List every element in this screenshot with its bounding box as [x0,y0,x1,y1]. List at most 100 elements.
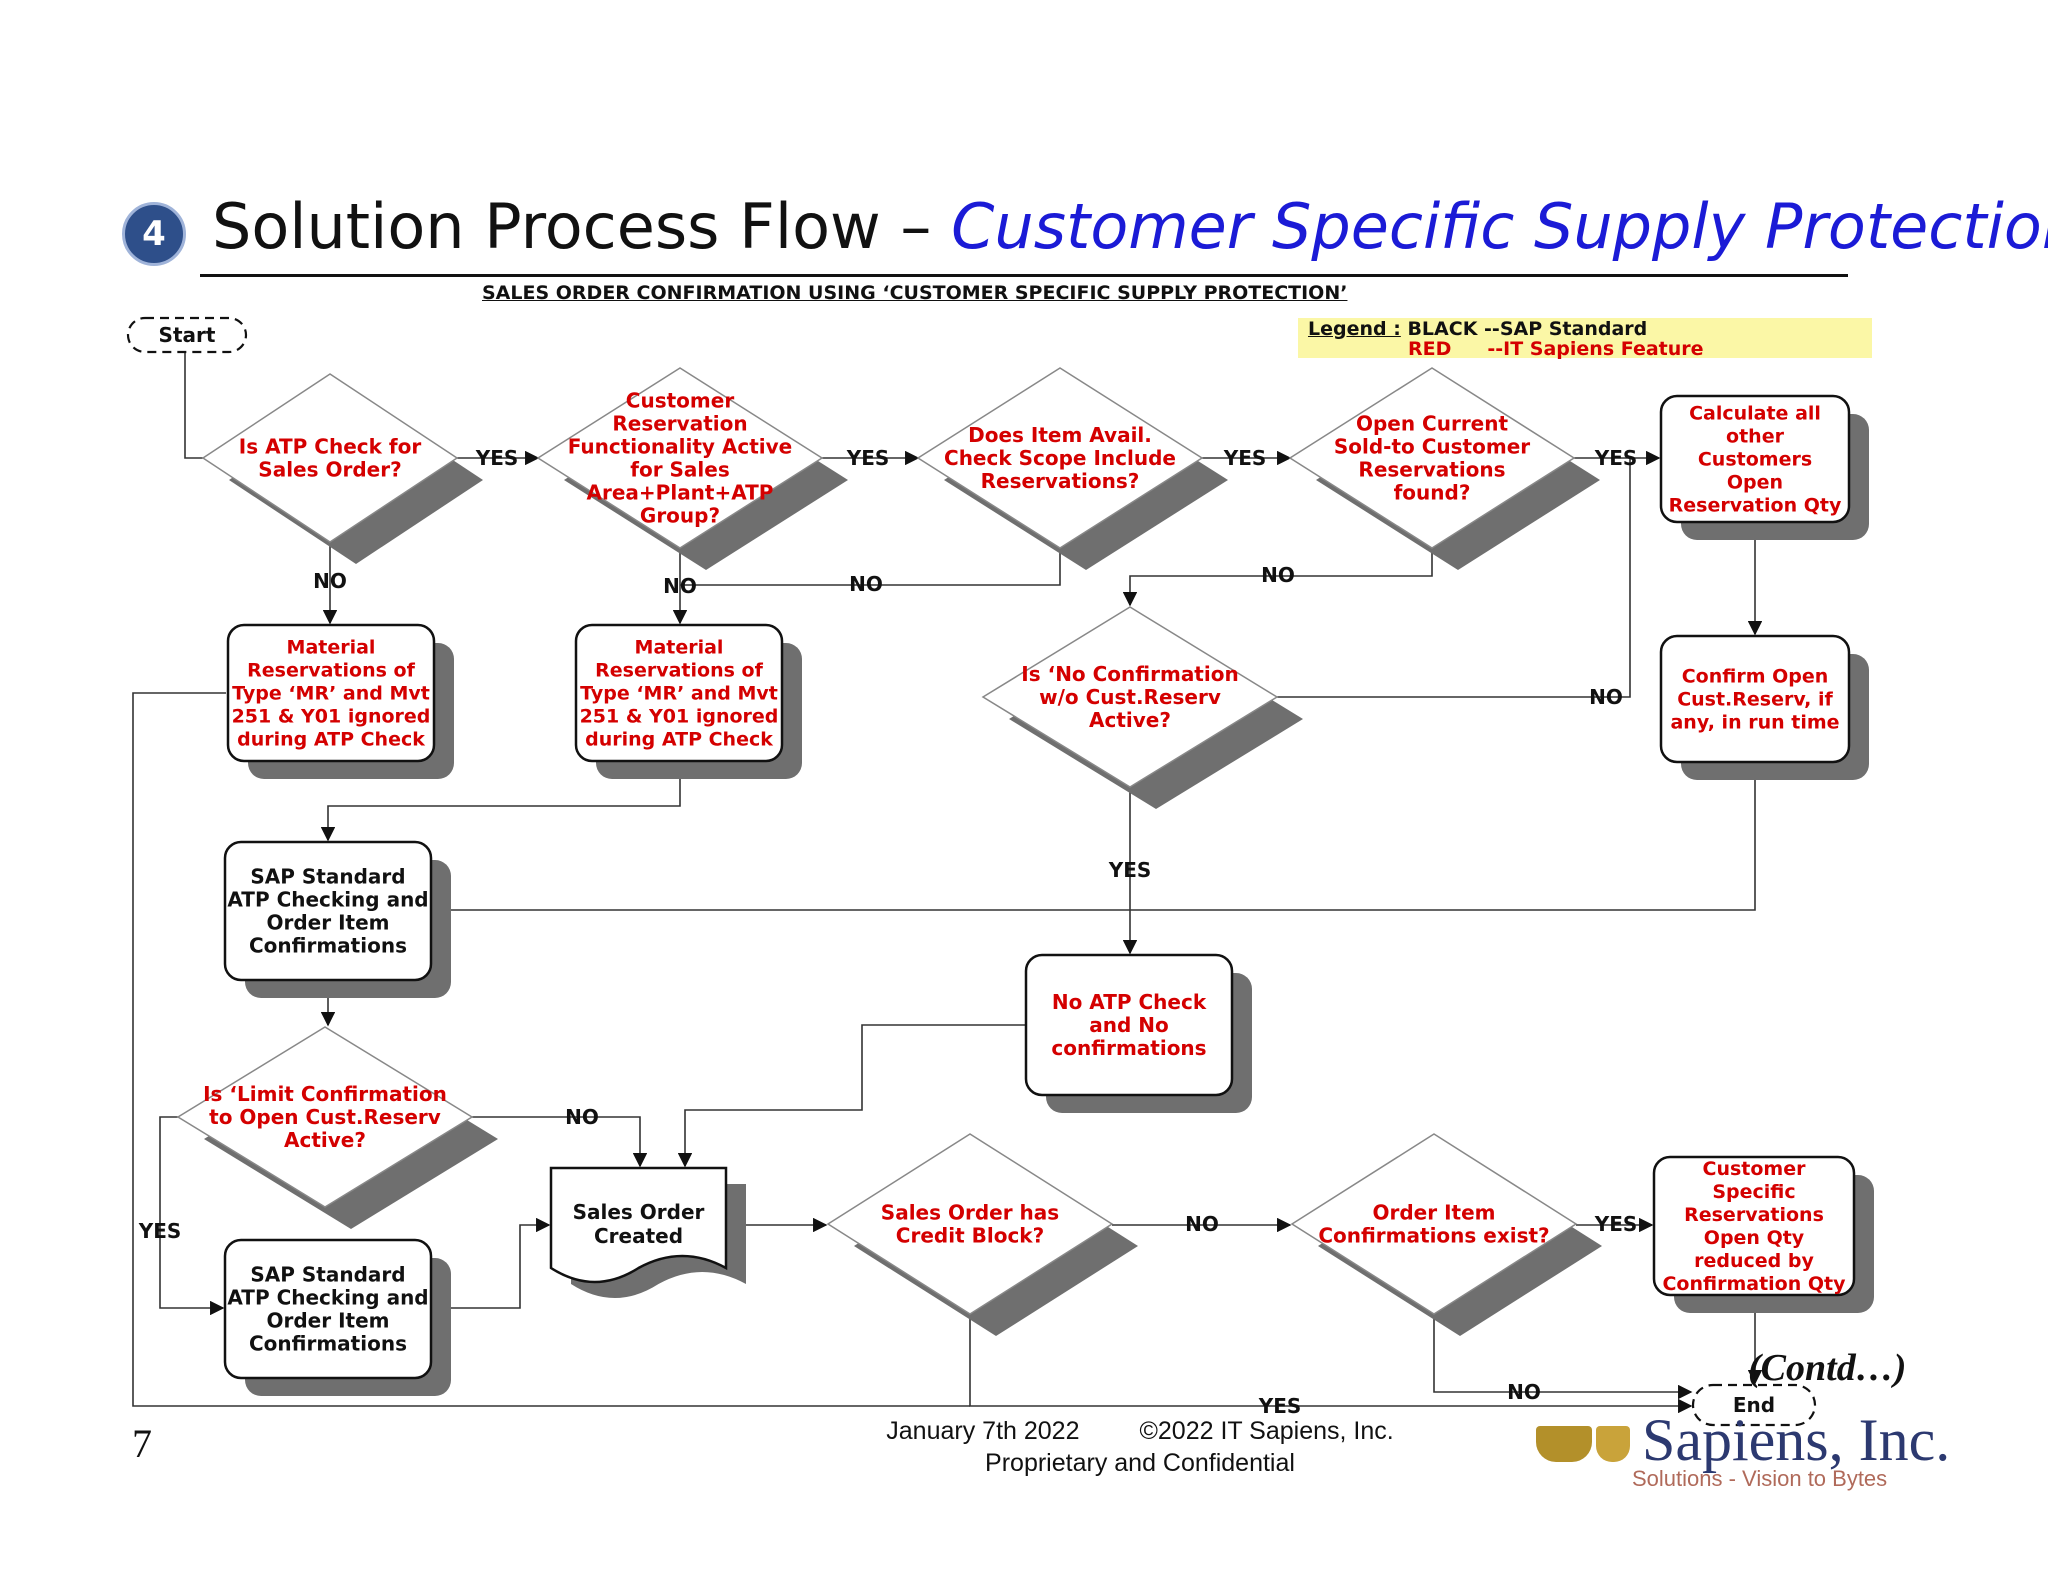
no-edge-label: NO [1507,1380,1541,1404]
slide-header: 4 Solution Process Flow – Customer Speci… [0,0,2048,304]
connector-line [677,1024,1026,1168]
connector-line [433,1217,551,1309]
d_cust_reserv-line: Group? [640,504,720,528]
legend: Legend : BLACK --SAP Standard RED--IT Sa… [1298,318,1872,360]
connector-line [1277,458,1631,698]
p_calc_open-line: Calculate all [1689,403,1821,425]
connectors [132,352,1763,1414]
connector-line [680,548,1061,586]
p_sap_atp_2-line: Order Item [267,1309,390,1333]
legend-label: Legend : [1308,318,1401,340]
p_sap_atp_1-line: SAP Standard [250,865,405,889]
p_sap_atp_1-line: ATP Checking and [227,888,428,912]
p_reduce-line: Open Qty [1704,1227,1805,1249]
footer-confidential: Proprietary and Confidential [985,1449,1295,1477]
title-divider [200,274,1848,277]
legend-black-desc: --SAP Standard [1484,318,1648,340]
p_mat_res_2-line: Type ‘MR’ and Mvt [580,683,778,705]
box-body [223,840,433,982]
logo-mark-icon [1536,1426,1592,1462]
p_reduce-line: Specific [1712,1181,1795,1203]
p_calc_open-line: other [1726,426,1785,448]
document-body [549,1166,728,1284]
d_conf_exist-line: Order Item [1373,1201,1496,1225]
slide-title: Solution Process Flow – Customer Specifi… [212,190,2048,263]
connector-line [132,692,970,1407]
yes-edge-label: YES [1108,858,1152,882]
start-text: Start [159,323,216,347]
yes-edge-label: YES [846,446,890,470]
yes-edge-label: YES [138,1219,182,1243]
footer: January 7th 2022©2022 IT Sapiens, Inc. P… [780,1415,1500,1479]
footer-copyright: ©2022 IT Sapiens, Inc. [1139,1417,1394,1445]
yes-edge-label: YES [1223,446,1267,470]
d_limit_conf-line: Is ‘Limit Confirmation [203,1082,447,1106]
p_calc_open-line: Open [1727,472,1783,494]
continued-label: (Contd…) [1748,1347,1907,1389]
p_no_atp-line: and No [1089,1013,1169,1037]
p_no_atp-line: No ATP Check [1052,990,1207,1014]
d_no_conf-line: Active? [1089,708,1171,732]
d_scope-line: Check Scope Include [944,446,1176,470]
p_mat_res_2-line: Reservations of [595,660,763,682]
no-edge-label: NO [1261,563,1295,587]
d_no_conf-line: w/o Cust.Reserv [1039,685,1221,709]
doc_so_created-line: Sales Order [573,1200,705,1224]
connector-line [472,1116,648,1168]
logo-mark-icon-2 [1596,1426,1630,1462]
diagram-title: SALES ORDER CONFIRMATION USING ‘CUSTOMER… [482,282,1348,304]
d_open_reserv-line: Reservations [1358,458,1505,482]
step-number-badge: 4 [122,202,186,266]
decision-body [201,373,459,543]
decision-body [536,367,824,549]
decision-body [176,1026,474,1208]
d_cust_reserv-line: Area+Plant+ATP [587,481,774,505]
yes-edge-label: YES [1258,1394,1302,1418]
end-text: End [1733,1393,1775,1417]
d_scope-line: Reservations? [981,469,1140,493]
title-main: Solution Process Flow – [212,190,952,263]
p_mat_res_1-line: 251 & Y01 ignored [232,706,431,728]
end-terminator: End [1691,1383,1817,1427]
logo-wordmark: Sapiens, Inc. [1642,1407,1951,1473]
d_open_reserv-line: found? [1394,481,1471,505]
legend-row-black: Legend : BLACK --SAP Standard [1308,318,1647,340]
terminator-body [126,316,248,354]
box-body [1024,953,1234,1097]
box-body [1652,1155,1856,1297]
p_mat_res_1-line: Reservations of [247,660,415,682]
p_mat_res_2-line: during ATP Check [585,729,773,751]
p_confirm_open-line: any, in run time [1670,712,1839,734]
decision-body [916,367,1204,549]
legend-red-key: RED [1408,338,1452,360]
d_cust_reserv-line: Functionality Active [568,435,793,459]
terminator-body [1691,1383,1817,1427]
d_cust_reserv-line: Reservation [612,412,747,436]
page-number: 7 [132,1421,152,1466]
p_sap_atp_2-line: Confirmations [249,1332,407,1356]
doc_so_created-line: Created [594,1224,683,1248]
p_sap_atp_2-line: SAP Standard [250,1263,405,1287]
connector-line [431,764,1756,918]
decision-body [826,1133,1114,1315]
d_atp_check-line: Is ATP Check for [239,435,422,459]
p_mat_res_1-line: Type ‘MR’ and Mvt [232,683,430,705]
d_cust_reserv-line: Customer [626,389,735,413]
p_mat_res_1-line: during ATP Check [237,729,425,751]
